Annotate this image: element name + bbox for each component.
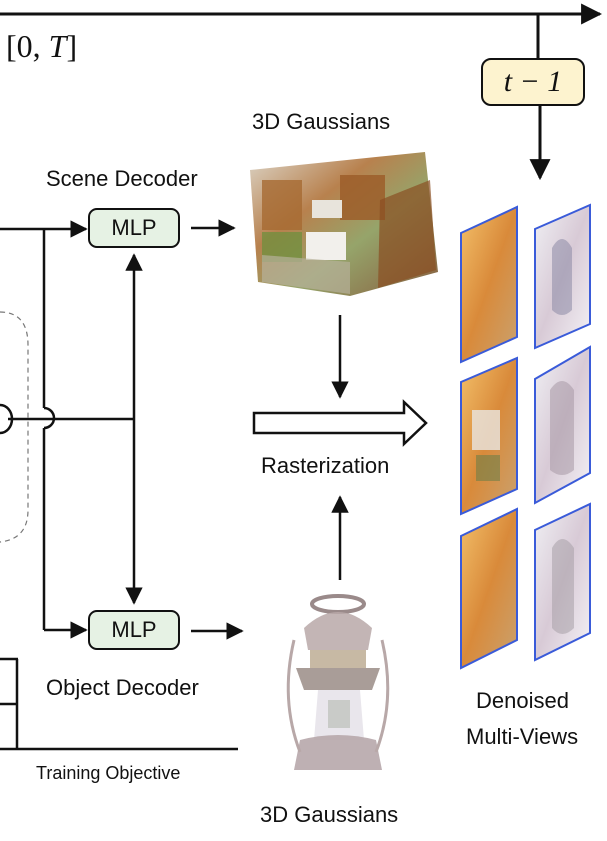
denoised-label-line2: Multi-Views	[466, 724, 579, 749]
time-range-var: T	[48, 28, 67, 64]
scene-mlp-label: MLP	[111, 215, 157, 240]
rasterization-arrow	[252, 399, 428, 447]
object-gaussians-label: 3D Gaussians	[260, 802, 399, 827]
lantern-gaussians-icon	[286, 594, 390, 770]
scene-gaussians-label: 3D Gaussians	[252, 109, 391, 134]
object-mlp-box: MLP	[88, 610, 180, 650]
denoised-label-line1: Denoised	[476, 688, 569, 713]
denoised-views-grid	[460, 203, 591, 670]
condition-node	[0, 403, 14, 435]
denoised-view-icon	[460, 205, 518, 364]
training-objective-label: Training Objective	[36, 763, 181, 783]
timestep-box: t − 1	[481, 58, 585, 106]
time-range-open: [0,	[6, 28, 41, 64]
dashed-group-outline	[0, 311, 29, 543]
scene-gaussians-icon	[250, 152, 438, 296]
scene-decoder-label: Scene Decoder	[46, 166, 198, 191]
timestep-label: t − 1	[503, 65, 563, 98]
rasterization-label: Rasterization	[261, 453, 390, 478]
denoised-view-icon	[460, 507, 518, 670]
scene-mlp-box: MLP	[88, 208, 180, 248]
object-mlp-label: MLP	[111, 617, 157, 642]
object-decoder-label: Object Decoder	[46, 675, 199, 700]
time-range-label: [0, T]	[6, 28, 77, 65]
time-range-close: ]	[66, 28, 78, 64]
